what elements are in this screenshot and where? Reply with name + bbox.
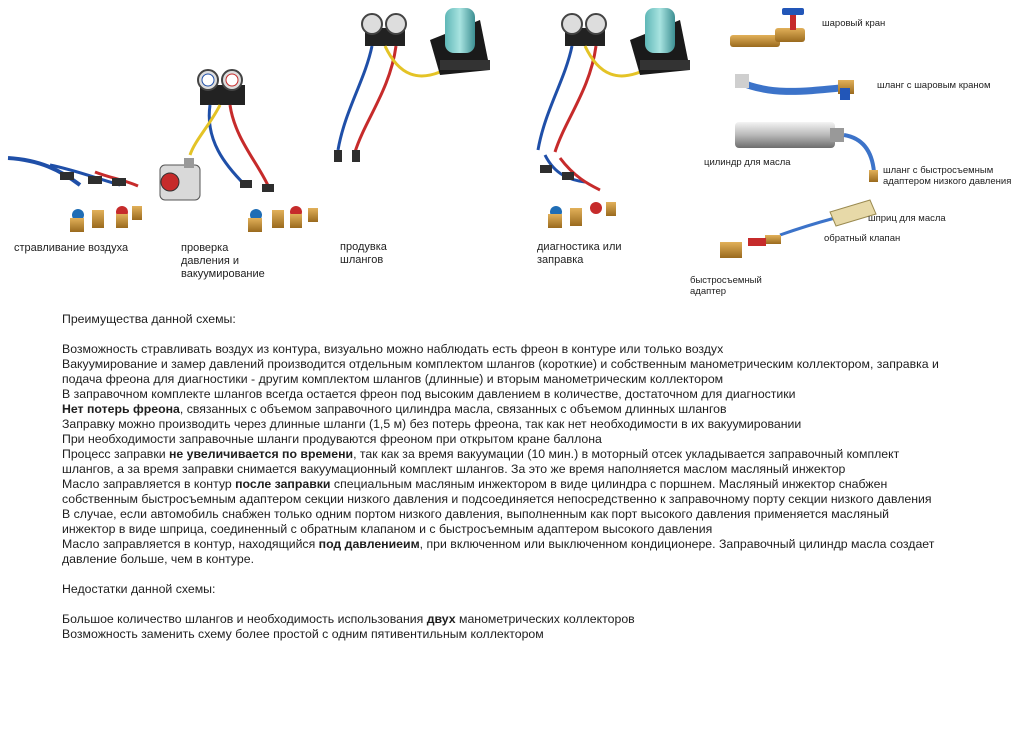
advantage-item: В случае, если автомобиль снабжен только… (62, 507, 890, 536)
label-check-valve: обратный клапан (824, 233, 901, 244)
advantage-item: Нет потерь фреона, связанных с объемом з… (62, 402, 727, 416)
scene-pressure-vacuum (159, 69, 318, 232)
label-oil-syringe: шприц для масла (868, 213, 946, 224)
caption-pressure-vacuum: проверка давления и вакуумирование (181, 242, 265, 280)
advantage-item: В заправочном комплекте шлангов всегда о… (62, 387, 796, 401)
advantage-item: Процесс заправки не увеличивается по вре… (62, 447, 900, 476)
label-hose-with-ball-valve: шланг с шаровым краном (877, 80, 991, 91)
disadvantage-item: Возможность заменить схему более простой… (62, 627, 544, 641)
scene-diagnostics-charging (536, 8, 690, 228)
disadvantages-heading: Недостатки данной схемы: (62, 582, 216, 596)
hose-with-ball-valve-image (735, 74, 854, 100)
caption-air-venting: стравливание воздуха (14, 242, 129, 254)
label-quick-adapter: быстросъемный адаптер (690, 275, 762, 297)
caption-hose-purge: продувка шлангов (340, 241, 387, 266)
advantage-item: Масло заправляется в контур, находящийся… (62, 537, 935, 566)
label-hose-low-adapter: шланг с быстросъемным адаптером низкого … (883, 165, 1012, 187)
description-text: Преимущества данной схемы: Возможность с… (62, 312, 942, 642)
scene-hose-purge (334, 8, 490, 162)
advantage-item: Заправку можно производить через длинные… (62, 417, 802, 431)
label-oil-cylinder: цилиндр для масла (704, 157, 791, 168)
disadvantage-item: Большое количество шлангов и необходимос… (62, 612, 635, 626)
advantages-heading: Преимущества данной схемы: (62, 312, 236, 326)
caption-diagnostics-charging: диагностика или заправка (537, 241, 622, 266)
scene-air-venting (7, 156, 142, 232)
oil-syringe-image (720, 199, 877, 258)
advantage-item: Вакуумирование и замер давлений производ… (62, 357, 939, 386)
label-ball-valve: шаровый кран (822, 18, 886, 29)
advantage-item: При необходимости заправочные шланги про… (62, 432, 602, 446)
advantage-item: Масло заправляется в контур после заправ… (62, 477, 932, 506)
oil-cylinder-image (735, 122, 878, 182)
ball-valve-image (730, 8, 805, 47)
advantage-item: Возможность стравливать воздух из контур… (62, 342, 724, 356)
schemes-illustration (7, 8, 878, 258)
